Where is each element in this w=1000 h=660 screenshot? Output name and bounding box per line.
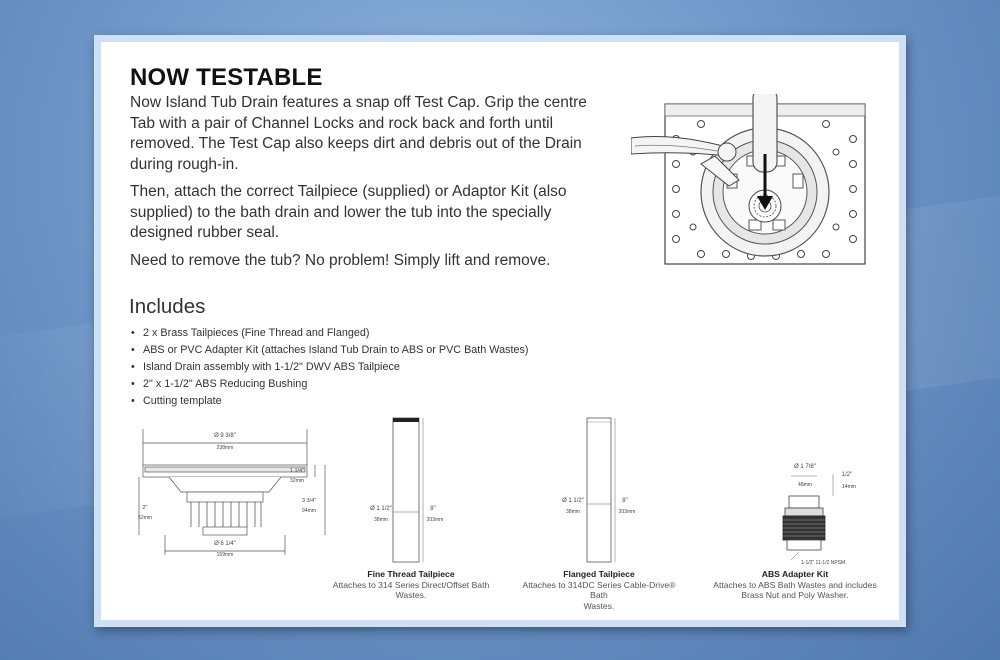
fine-thread-dia-mm: 38mm bbox=[374, 517, 388, 523]
intro-paragraph-1: Now Island Tub Drain features a snap off… bbox=[130, 94, 587, 173]
list-item: Island Drain assembly with 1-1/2" DWV AB… bbox=[131, 359, 528, 376]
drain-assembly-drawing: Ø 9 3/8" 238mm 1 1/4" 32mm 3 3/4" 94mm 2… bbox=[138, 429, 326, 557]
flanged-len: 8" bbox=[622, 498, 627, 504]
drain-top-mm: 238mm bbox=[217, 445, 234, 451]
fine-thread-desc: Attaches to 314 Series Direct/Offset Bat… bbox=[332, 579, 490, 590]
list-item: 2 x Brass Tailpieces (Fine Thread and Fl… bbox=[131, 325, 528, 342]
flanged-len-mm: 203mm bbox=[619, 509, 636, 515]
flanged-caption: Flanged Tailpiece Attaches to 314DC Seri… bbox=[514, 569, 684, 611]
content-frame: NOW TESTABLE Now Island Tub Drain featur… bbox=[94, 35, 906, 627]
fine-thread-len: 8" bbox=[430, 506, 435, 512]
intro-paragraph-2: Then, attach the correct Tailpiece (supp… bbox=[130, 183, 567, 241]
flanged-tailpiece-drawing: Ø 1 1/2" 38mm 8" 203mm bbox=[562, 417, 636, 563]
abs-dia-mm: 48mm bbox=[798, 482, 812, 488]
drain-total-h: 3 3/4" bbox=[302, 498, 316, 504]
drain-total-mm: 94mm bbox=[302, 508, 316, 514]
drain-flange-mm: 32mm bbox=[290, 478, 304, 484]
drain-body-mm: 52mm bbox=[138, 515, 152, 521]
page-title: NOW TESTABLE bbox=[130, 64, 323, 91]
abs-adapter-drawing: Ø 1 7/8" 48mm 1/2" 14mm 1-1/2" 11-1/2 NP… bbox=[782, 464, 856, 566]
list-item: ABS or PVC Adapter Kit (attaches Island … bbox=[131, 342, 528, 359]
includes-list: 2 x Brass Tailpieces (Fine Thread and Fl… bbox=[131, 325, 528, 410]
flanged-dia-mm: 38mm bbox=[566, 509, 580, 515]
abs-desc: Brass Nut and Poly Washer. bbox=[741, 590, 849, 600]
fine-thread-len-mm: 203mm bbox=[427, 517, 444, 523]
drain-flange-h: 1 1/4" bbox=[290, 468, 304, 474]
drain-body-h: 2" bbox=[142, 505, 147, 511]
list-item: 2" x 1-1/2" ABS Reducing Bushing bbox=[131, 376, 528, 393]
abs-title: ABS Adapter Kit bbox=[761, 569, 829, 579]
list-item: Cutting template bbox=[131, 393, 528, 410]
fine-thread-desc: Wastes. bbox=[395, 590, 427, 600]
flanged-desc: Wastes. bbox=[583, 600, 615, 611]
abs-desc: Attaches to ABS Bath Wastes and includes bbox=[713, 579, 877, 590]
abs-thread: 1-1/2" 11-1/2 NPSM bbox=[801, 560, 845, 566]
includes-title: Includes bbox=[129, 295, 206, 318]
abs-height: 1/2" bbox=[842, 472, 852, 478]
drain-base-mm: 159mm bbox=[217, 552, 234, 557]
fine-thread-tailpiece-drawing: Ø 1 1/2" 38mm 8" 203mm bbox=[370, 417, 444, 563]
fine-thread-dia: Ø 1 1/2" bbox=[370, 506, 392, 512]
drain-top-dia: Ø 9 3/8" bbox=[214, 433, 236, 439]
flanged-title: Flanged Tailpiece bbox=[563, 569, 635, 579]
flanged-dia: Ø 1 1/2" bbox=[562, 498, 584, 504]
abs-height-mm: 14mm bbox=[842, 484, 856, 490]
test-cap-illustration bbox=[631, 94, 866, 265]
fine-thread-caption: Fine Thread Tailpiece Attaches to 314 Se… bbox=[326, 569, 496, 601]
abs-dia: Ø 1 7/8" bbox=[794, 464, 816, 470]
drain-base-dia: Ø 6 1/4" bbox=[214, 541, 236, 547]
abs-caption: ABS Adapter Kit Attaches to ABS Bath Was… bbox=[701, 569, 889, 601]
flanged-desc: Attaches to 314DC Series Cable-Drive® Ba… bbox=[522, 579, 676, 601]
intro-text: Now Island Tub Drain features a snap off… bbox=[130, 93, 600, 278]
product-card: NOW TESTABLE Now Island Tub Drain featur… bbox=[101, 42, 899, 620]
fine-thread-title: Fine Thread Tailpiece bbox=[367, 569, 455, 579]
intro-paragraph-3: Need to remove the tub? No problem! Simp… bbox=[130, 251, 551, 269]
